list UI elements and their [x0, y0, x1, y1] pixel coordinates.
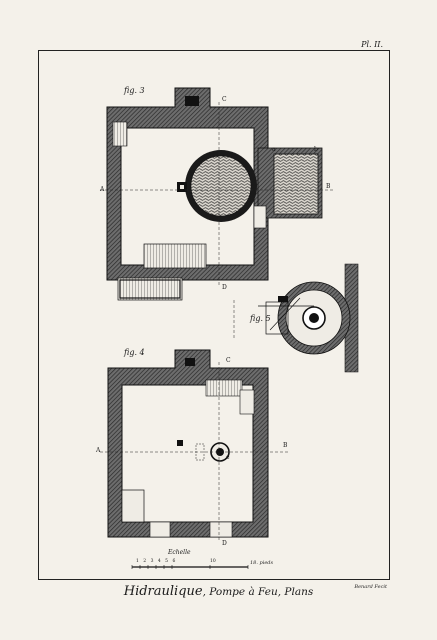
fig3-plan — [100, 87, 335, 301]
engraver-signature: Benard Fecit — [354, 584, 387, 590]
fig3-axis-b: B — [326, 183, 331, 190]
scale-mid-label: 10 — [210, 559, 216, 564]
plate-number: Pl. II. — [361, 40, 383, 49]
fig3-axis-a: A — [100, 186, 105, 193]
scale-units: 18. pieds — [250, 560, 274, 566]
plate-border — [38, 50, 390, 580]
fig4-axis-d: D — [222, 540, 227, 547]
fig3-label: fig. 3 — [124, 86, 145, 95]
fig3-axis-d: D — [222, 284, 227, 291]
fig4-axis-e-lower: e — [226, 454, 230, 461]
scale-ticks: 1 2 3 4 5 6 — [136, 559, 177, 564]
scale-bar — [131, 565, 249, 569]
fig4-axis-a: A — [96, 447, 101, 454]
plate-caption: Hidraulique, Pompe à Feu, Plans — [0, 584, 437, 599]
fig5-label: fig. 5 — [250, 314, 271, 323]
fig4-axis-c: C — [226, 357, 231, 364]
scale-title: Echelle — [168, 549, 191, 556]
fig4-label: fig. 4 — [124, 348, 145, 357]
fig4-plan — [100, 349, 290, 540]
fig5-detail — [258, 263, 359, 373]
fig3-axis-a-lower: a — [272, 146, 276, 153]
fig4-axis-b: B — [283, 442, 288, 449]
plate-subtitle: , Pompe à Feu, Plans — [202, 586, 314, 598]
fig3-axis-b-lower: b — [314, 146, 318, 153]
fig3-axis-c: C — [222, 96, 227, 103]
plate-title: Hidraulique — [123, 584, 203, 599]
